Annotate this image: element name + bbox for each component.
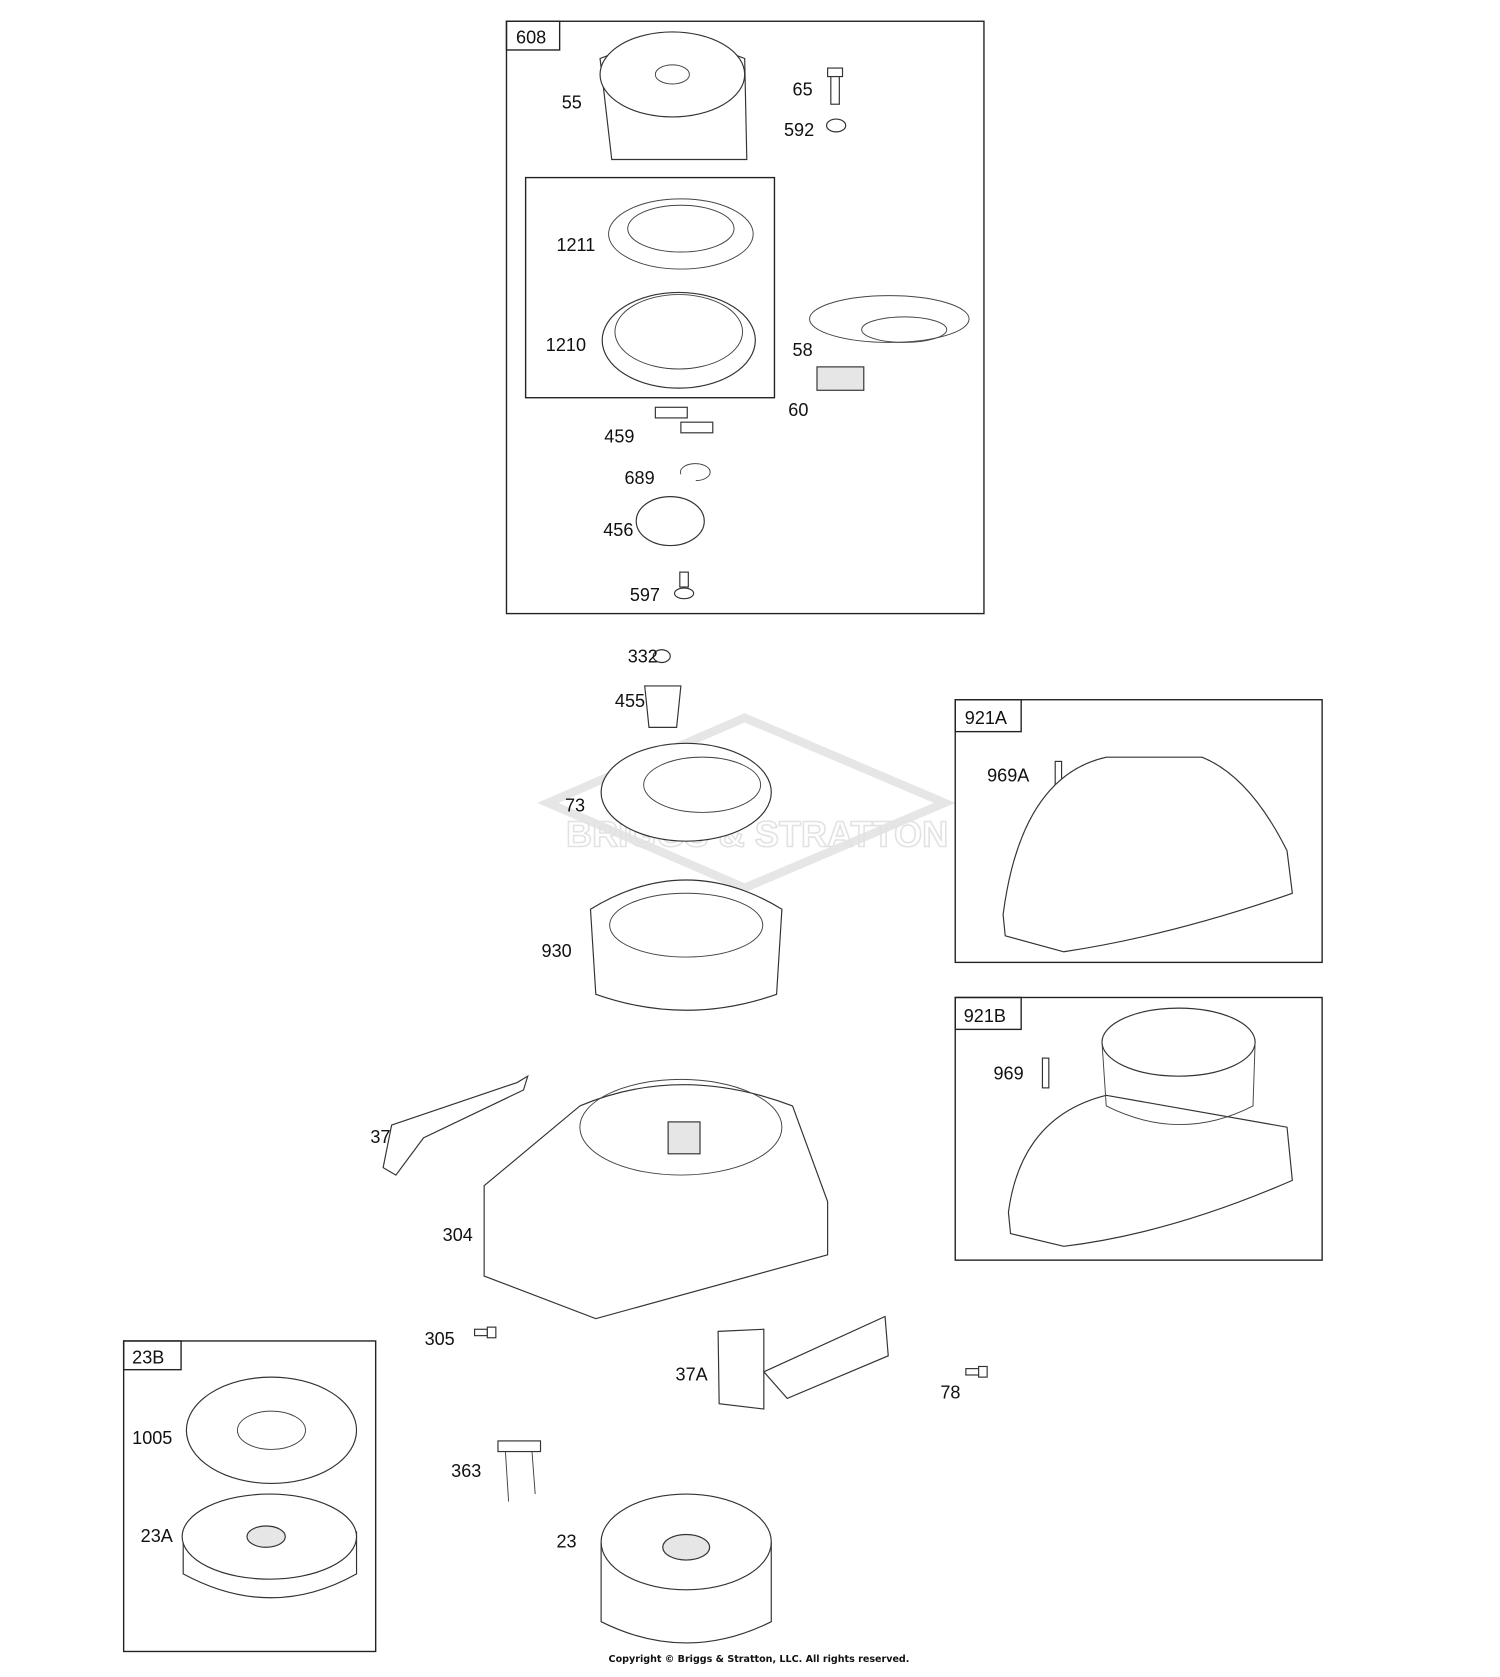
callout-55[interactable]: 55 xyxy=(562,92,582,112)
air-vane-37A-part[interactable] xyxy=(717,1315,889,1410)
callout-37A[interactable]: 37A xyxy=(676,1364,709,1384)
callout-363[interactable]: 363 xyxy=(451,1461,481,1481)
screw-part[interactable] xyxy=(673,571,695,600)
callout-455[interactable]: 455 xyxy=(615,691,645,711)
callout-37[interactable]: 37 xyxy=(370,1127,390,1147)
starter-cup-part[interactable] xyxy=(644,685,682,728)
rewind-spring-part[interactable] xyxy=(608,198,754,270)
callout-73[interactable]: 73 xyxy=(565,795,585,815)
callout-78[interactable]: 78 xyxy=(940,1382,960,1402)
callout-58[interactable]: 58 xyxy=(793,340,813,360)
callout-597[interactable]: 597 xyxy=(630,585,660,605)
fan-1005-part[interactable] xyxy=(185,1376,358,1485)
starter-housing-part[interactable] xyxy=(599,31,748,161)
group-tag-23B xyxy=(122,1340,182,1371)
callout-1210[interactable]: 1210 xyxy=(546,335,586,355)
group-tag-608 xyxy=(505,20,561,51)
group-box-608 xyxy=(505,20,985,615)
nut-part[interactable] xyxy=(825,118,847,133)
blower-housing-part[interactable] xyxy=(483,1078,829,1320)
group-tag-921A xyxy=(954,699,1022,733)
callout-305[interactable]: 305 xyxy=(425,1329,455,1349)
callout-1211[interactable]: 1211 xyxy=(556,235,595,255)
callout-969[interactable]: 969 xyxy=(994,1063,1024,1083)
blower-cover-921B-part[interactable] xyxy=(1007,1007,1293,1247)
callout-969A[interactable]: 969A xyxy=(987,766,1030,786)
subgroup-box-pulley xyxy=(524,176,776,399)
screw-78-part[interactable] xyxy=(965,1365,988,1378)
callout-65[interactable]: 65 xyxy=(793,80,813,100)
group-box-23B xyxy=(122,1340,377,1653)
callout-456[interactable]: 456 xyxy=(603,520,633,540)
callout-304[interactable]: 304 xyxy=(443,1225,473,1245)
flywheel-23A-part[interactable] xyxy=(181,1493,358,1599)
flywheel-part[interactable] xyxy=(600,1493,772,1644)
bolt-part[interactable] xyxy=(827,67,844,105)
group-label-921B[interactable]: 921B xyxy=(964,1006,1006,1026)
pulley-part[interactable] xyxy=(601,291,756,389)
callout-23A[interactable]: 23A xyxy=(141,1526,174,1546)
bolt-969-part[interactable] xyxy=(1041,1057,1050,1089)
callout-592[interactable]: 592 xyxy=(784,120,814,140)
retainer-part[interactable] xyxy=(635,496,705,547)
starter-rope-part[interactable] xyxy=(809,295,970,343)
callout-332[interactable]: 332 xyxy=(628,647,658,667)
air-vane-part[interactable] xyxy=(382,1074,529,1176)
blower-cover-921A-part[interactable] xyxy=(1002,756,1293,953)
group-tag-921B xyxy=(954,996,1022,1031)
group-label-921A[interactable]: 921A xyxy=(965,708,1008,728)
ignition-armature-bolts-part[interactable] xyxy=(497,1440,542,1502)
callout-23[interactable]: 23 xyxy=(556,1531,576,1551)
group-label-23B[interactable]: 23B xyxy=(132,1347,164,1367)
callout-459[interactable]: 459 xyxy=(604,426,634,446)
retainer-ring-part[interactable] xyxy=(679,463,711,482)
group-label-608[interactable]: 608 xyxy=(516,28,546,48)
group-box-921A xyxy=(954,699,1323,964)
group-box-921B xyxy=(954,996,1323,1261)
pawl-part[interactable] xyxy=(654,406,714,434)
callout-689[interactable]: 689 xyxy=(625,468,655,488)
callout-1005[interactable]: 1005 xyxy=(132,1428,172,1448)
screw-305-part[interactable] xyxy=(473,1326,497,1339)
copyright-text: Copyright © Briggs & Stratton, LLC. All … xyxy=(609,1654,910,1665)
starter-handle-part[interactable] xyxy=(816,366,865,391)
callout-930[interactable]: 930 xyxy=(542,941,572,961)
callout-60[interactable]: 60 xyxy=(788,400,808,420)
screen-guard-part[interactable] xyxy=(589,879,783,1011)
nut-332-part[interactable] xyxy=(652,649,671,664)
rotating-screen-part[interactable] xyxy=(600,742,772,842)
